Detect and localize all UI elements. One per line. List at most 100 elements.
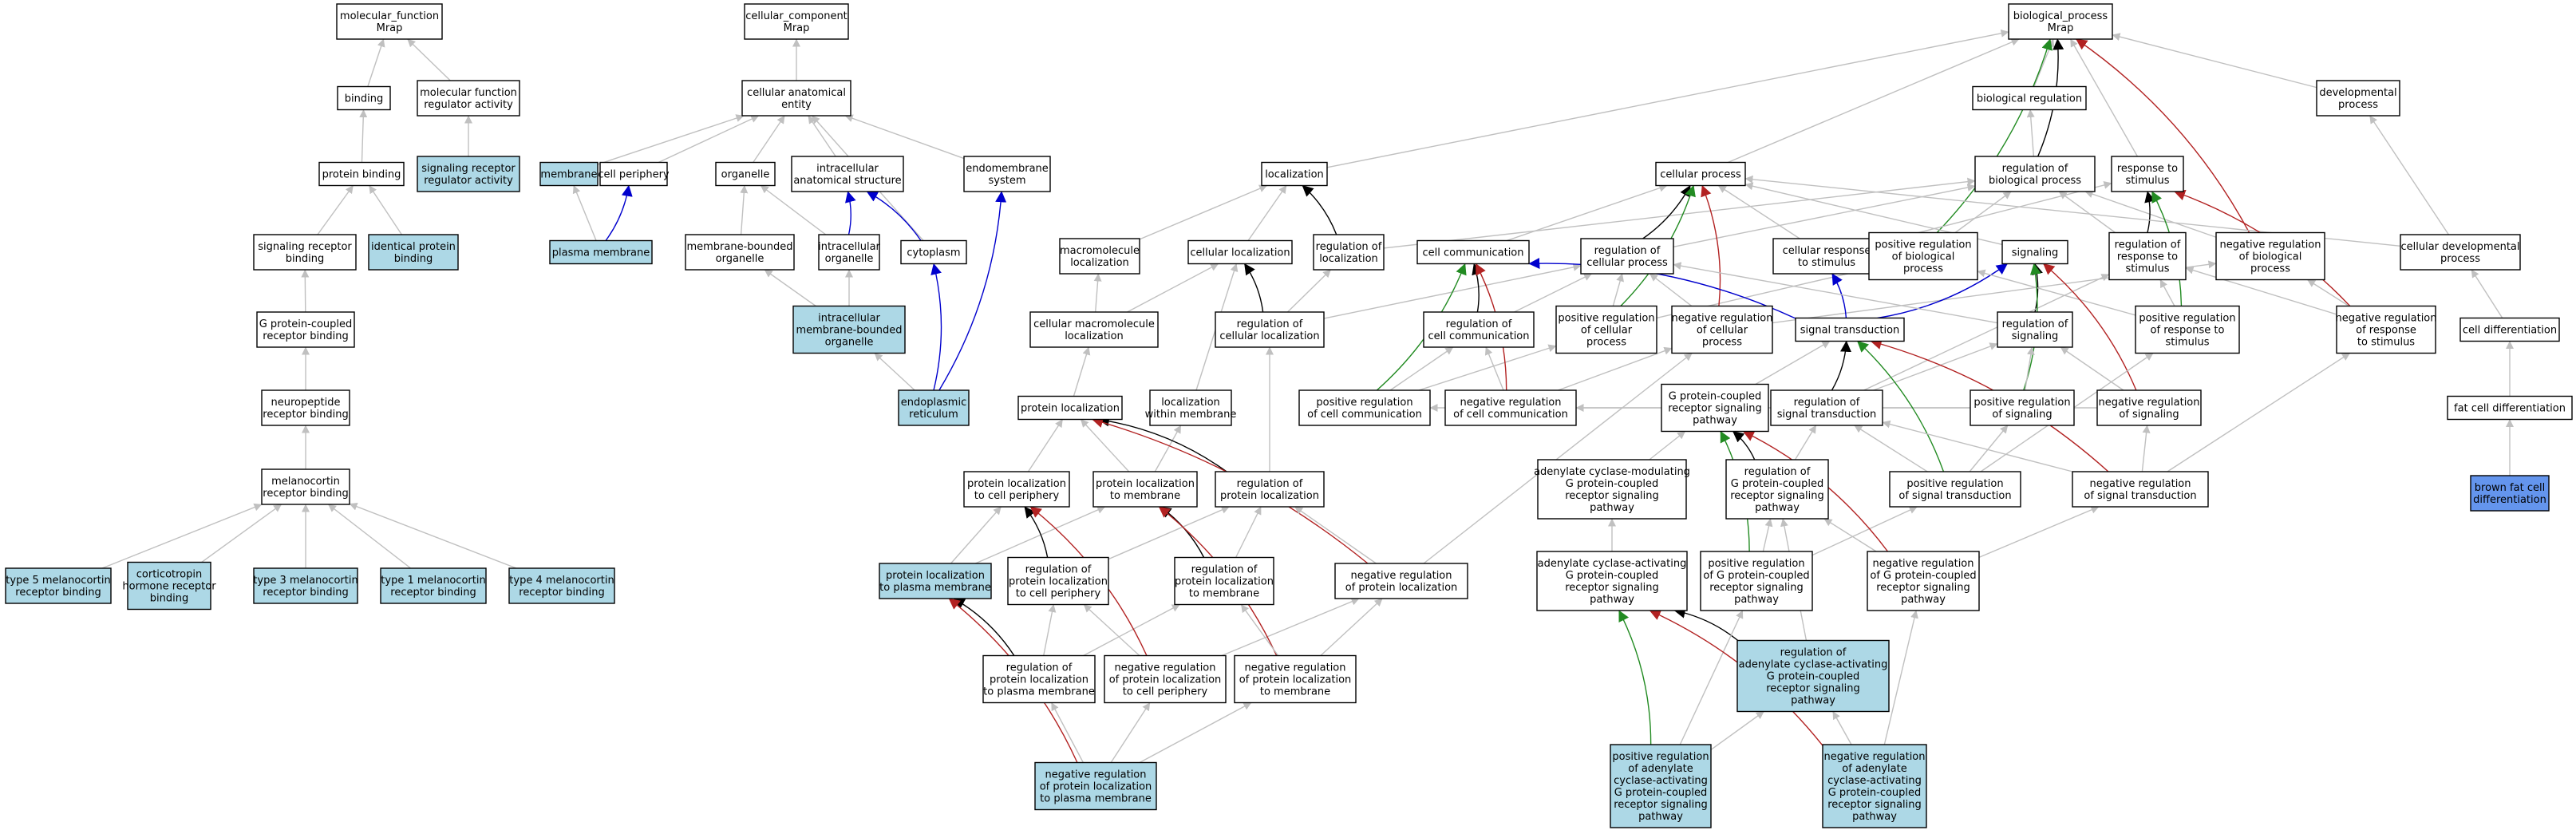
term-box[interactable] [2316, 80, 2400, 117]
term-box[interactable] [1444, 389, 1577, 426]
term-box[interactable] [253, 234, 357, 271]
term-box[interactable] [963, 471, 1070, 508]
term-box[interactable] [2096, 389, 2202, 426]
term-box[interactable] [1313, 234, 1385, 271]
term-node-sig-trans[interactable]: signal transduction [1795, 317, 1905, 342]
term-box[interactable] [1187, 239, 1293, 265]
term-box[interactable] [1700, 551, 1813, 611]
term-box[interactable] [2108, 231, 2187, 281]
term-box[interactable] [1029, 311, 1159, 348]
term-node-bio-reg[interactable]: biological regulation [1972, 85, 2087, 111]
term-box[interactable] [1149, 389, 1232, 426]
term-box[interactable] [1822, 744, 1927, 828]
term-node-plasma-membrane[interactable]: plasma membrane [549, 239, 653, 265]
term-box[interactable] [2001, 239, 2068, 265]
term-box[interactable] [2470, 475, 2550, 512]
term-box[interactable] [1234, 654, 1357, 704]
term-box[interactable] [818, 234, 880, 271]
term-node-cell-periphery[interactable]: cell periphery [598, 161, 670, 187]
term-node-cell-loc[interactable]: cellular localization [1187, 239, 1293, 265]
term-node-organelle[interactable]: organelle [715, 161, 776, 187]
term-box[interactable] [1059, 238, 1140, 275]
term-box[interactable] [1215, 311, 1325, 348]
term-box[interactable] [1007, 556, 1109, 606]
term-node-cell-diff[interactable]: cell differentiation [2459, 317, 2560, 342]
term-box[interactable] [2008, 3, 2113, 40]
term-box[interactable] [318, 161, 405, 187]
term-box[interactable] [1423, 311, 1535, 348]
term-box[interactable] [1261, 161, 1328, 187]
term-box[interactable] [1970, 389, 2075, 426]
term-box[interactable] [1017, 395, 1123, 421]
term-box[interactable] [1889, 471, 2021, 508]
term-box[interactable] [1537, 459, 1687, 520]
term-box[interactable] [549, 239, 653, 265]
term-box[interactable] [253, 567, 358, 604]
term-box[interactable] [1736, 639, 1890, 713]
term-node-fat-diff[interactable]: fat cell differentiation [2447, 395, 2573, 421]
term-node-protein-binding[interactable]: protein binding [318, 161, 405, 187]
term-box[interactable] [1867, 551, 1980, 611]
term-box[interactable] [1298, 389, 1431, 426]
term-box[interactable] [900, 239, 967, 265]
term-box[interactable] [1725, 459, 1829, 520]
term-box[interactable] [1772, 238, 1881, 275]
term-box[interactable] [898, 389, 970, 426]
term-box[interactable] [2400, 234, 2521, 271]
term-box[interactable] [791, 156, 904, 192]
term-box[interactable] [417, 156, 520, 192]
term-node-membrane[interactable]: membrane [539, 161, 599, 187]
term-box[interactable] [417, 80, 520, 117]
term-box[interactable] [2459, 317, 2560, 342]
term-node-cell-proc[interactable]: cellular process [1655, 161, 1746, 187]
term-node-cell-comm[interactable]: cell communication [1416, 239, 1530, 265]
term-box[interactable] [1034, 761, 1157, 811]
term-box[interactable] [1334, 563, 1468, 599]
term-node-binding[interactable]: binding [337, 85, 391, 111]
term-box[interactable] [336, 3, 443, 40]
term-box[interactable] [1671, 305, 1773, 354]
term-box[interactable] [982, 654, 1096, 704]
term-node-cytoplasm[interactable]: cytoplasm [900, 239, 967, 265]
term-box[interactable] [1974, 156, 2096, 192]
term-box[interactable] [368, 234, 459, 271]
term-box[interactable] [792, 305, 906, 354]
term-box[interactable] [337, 85, 391, 111]
term-box[interactable] [261, 468, 350, 505]
term-box[interactable] [1655, 161, 1746, 187]
